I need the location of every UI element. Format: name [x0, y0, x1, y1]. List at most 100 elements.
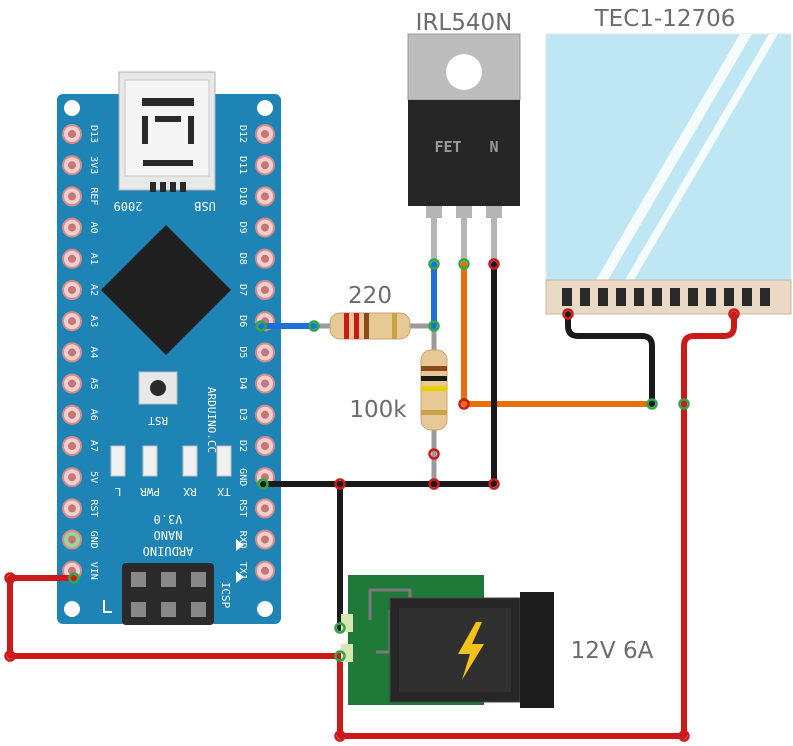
peltier-cell — [562, 288, 572, 306]
header-pin-hole — [261, 223, 269, 232]
pin-label: 5V — [88, 471, 99, 483]
wire-endpoint — [728, 308, 740, 320]
pin-label: VIN — [88, 562, 99, 580]
pin-label: D12 — [237, 125, 248, 143]
wire-endpoint — [334, 478, 346, 490]
header-pin-hole — [68, 254, 76, 263]
version-silk-label: V3.0 — [154, 512, 183, 526]
year-silk-label: 2009 — [114, 199, 143, 213]
led-label: TX — [217, 485, 231, 498]
pin-label: A3 — [88, 315, 99, 327]
resistor-220-label: 220 — [348, 283, 392, 309]
led-label: L — [114, 485, 121, 498]
wire-endpoint — [68, 572, 80, 584]
header-pin-hole — [261, 130, 269, 138]
status-led — [110, 445, 126, 477]
power-jack — [341, 575, 554, 708]
peltier-cell — [688, 288, 698, 306]
pin-label: D6 — [237, 315, 248, 327]
wire-endpoint — [4, 572, 16, 584]
pin-label: GND — [237, 468, 248, 486]
peltier-cell — [580, 288, 590, 306]
header-pin-hole — [68, 161, 76, 170]
pin-label: D8 — [237, 253, 248, 265]
header-pin-hole — [68, 348, 76, 357]
header-pin-hole — [261, 286, 269, 294]
wire-endpoint — [334, 730, 346, 742]
pin-label: D3 — [237, 409, 248, 421]
pin-label: D7 — [237, 284, 248, 296]
peltier-cell — [598, 288, 608, 306]
header-pin-hole — [261, 254, 269, 263]
header-pin-hole — [68, 223, 76, 232]
peltier-module — [545, 33, 792, 315]
header-pin-hole — [68, 473, 76, 482]
pin-label: D13 — [88, 125, 99, 143]
reset-silk-label: RST — [148, 414, 168, 427]
header-pin-hole — [68, 504, 76, 513]
peltier-cell — [652, 288, 662, 306]
mosfet-label: IRL540N — [416, 10, 513, 36]
header-pin-hole — [261, 379, 269, 388]
wire-endpoint — [488, 478, 500, 490]
header-pin-hole — [68, 317, 76, 326]
pin-label: A5 — [88, 378, 99, 390]
pin-label: A6 — [88, 409, 99, 421]
wire-endpoint — [678, 730, 690, 742]
header-pin-hole — [261, 161, 269, 170]
status-led — [216, 445, 232, 477]
peltier-cell — [616, 288, 626, 306]
wire-endpoint — [458, 398, 470, 410]
wire-endpoint — [334, 650, 346, 662]
peltier-cell — [706, 288, 716, 306]
pin-label: D4 — [237, 378, 248, 390]
reset-button[interactable] — [138, 371, 178, 405]
peltier-cell — [634, 288, 644, 306]
header-pin-hole — [261, 504, 269, 513]
wire-endpoint — [562, 308, 574, 320]
status-led — [182, 445, 198, 477]
wire-endpoint — [488, 258, 500, 270]
pin-label: RST — [237, 499, 248, 517]
pin-label: A2 — [88, 284, 99, 296]
header-pin-hole — [68, 535, 76, 544]
mosfet-irl540n: FET N — [407, 33, 521, 260]
peltier-cells — [562, 288, 770, 306]
wire-endpoint — [428, 448, 440, 460]
header-pin-hole — [261, 566, 269, 575]
resistor-100k-label: 100k — [349, 397, 407, 423]
header-pin-hole — [68, 379, 76, 388]
pin-label: REF — [88, 187, 99, 205]
wire-endpoint — [678, 398, 690, 410]
peltier-cell — [670, 288, 680, 306]
wire-endpoint — [428, 320, 440, 332]
pin-label: A4 — [88, 346, 99, 358]
header-pin-hole — [68, 442, 76, 450]
wire-endpoints — [4, 258, 740, 742]
resistor-100k — [420, 349, 448, 431]
header-pin-hole — [68, 286, 76, 294]
wire-endpoint — [257, 478, 269, 490]
pin-label: D5 — [237, 346, 248, 358]
pin-label: 3V3 — [88, 156, 99, 174]
wire-endpoint — [458, 258, 470, 270]
nano-silk-label: NANO — [154, 528, 183, 542]
icsp-silk-label: ICSP — [219, 582, 232, 609]
power-label: 12V 6A — [571, 638, 654, 664]
lightning-icon — [458, 622, 484, 680]
led-label: PWR — [140, 485, 160, 498]
pin-label: D10 — [237, 187, 248, 205]
pin-label: A1 — [88, 253, 99, 265]
header-pin-hole — [261, 348, 269, 357]
peltier-label: TEC1-12706 — [594, 6, 736, 32]
header-pin-hole — [68, 410, 76, 419]
arduino-silk-label: ARDUINO — [143, 544, 194, 558]
usb-connector — [118, 71, 216, 192]
pin-label: TX1 — [237, 562, 248, 580]
status-led — [142, 445, 158, 477]
site-silk-label: ARDUINO.CC — [205, 387, 218, 453]
peltier-cell — [760, 288, 770, 306]
